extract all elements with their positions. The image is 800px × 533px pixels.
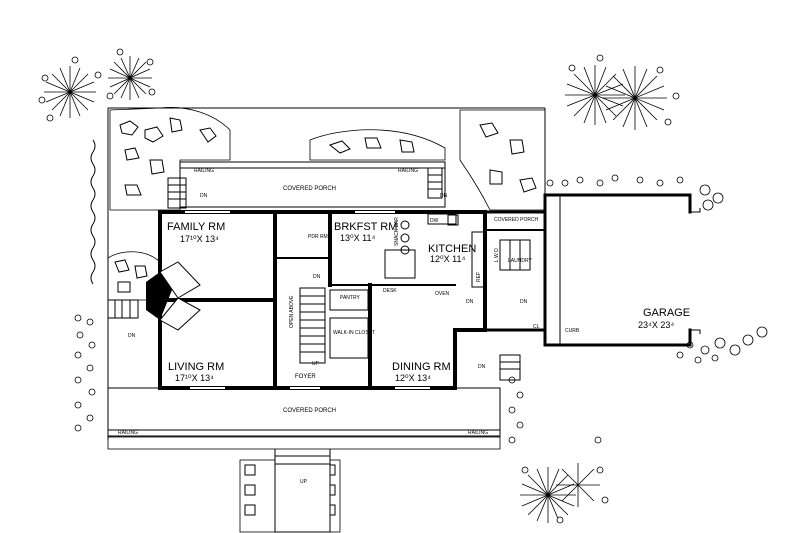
tree-cluster-top-left bbox=[38, 48, 156, 122]
dining-room-name: DINING RM bbox=[392, 361, 451, 373]
open-above-label: OPEN ABOVE bbox=[289, 295, 295, 328]
dn-label-left: DN bbox=[128, 333, 136, 339]
desk-label: DESK bbox=[383, 288, 397, 294]
tree-cluster-bottom-right bbox=[520, 436, 609, 524]
dn-label-top-right: DN bbox=[440, 193, 448, 199]
foyer-stair-up-label: UP bbox=[312, 361, 320, 367]
shrub-row-left bbox=[74, 314, 96, 432]
front-stone-strip bbox=[107, 436, 501, 450]
covered-porch-side-label: COVERED PORCH bbox=[494, 217, 539, 223]
covered-porch-bottom-label: COVERED PORCH bbox=[283, 408, 336, 414]
railing-bottom-left: RAILING bbox=[118, 430, 138, 436]
covered-porch-top-label: COVERED PORCH bbox=[283, 186, 336, 192]
stairs-top-right bbox=[427, 167, 443, 199]
refrigerator-label: REF bbox=[476, 272, 482, 282]
powder-room-label: PDR RM bbox=[308, 234, 328, 240]
fireplace bbox=[146, 261, 201, 331]
garage-dim: 23⁴X 23⁴ bbox=[638, 320, 674, 330]
family-room-dim: 17¹⁰X 13⁴ bbox=[180, 234, 219, 244]
stairs-top-left bbox=[167, 177, 187, 209]
dn-label-top-left: DN bbox=[200, 193, 208, 199]
living-room-dim: 17¹⁰X 13⁴ bbox=[175, 373, 214, 383]
dn-label-right: DN bbox=[478, 364, 486, 370]
shrub-row-right-top bbox=[546, 174, 724, 211]
stone-patio-top bbox=[109, 107, 546, 211]
kitchen-fixtures bbox=[384, 213, 485, 288]
kitchen-name: KITCHEN bbox=[428, 243, 476, 255]
brkfst-room-name: BRKFST RM bbox=[334, 221, 397, 233]
shrub-row-right-bottom bbox=[508, 376, 524, 444]
snack-bar-label: SNACK BAR bbox=[394, 217, 400, 246]
room-labels: FAMILY RM 17¹⁰X 13⁴ BRKFST RM 13⁰X 11⁴ K… bbox=[167, 221, 690, 383]
stairs-left bbox=[107, 299, 139, 319]
tree-cluster-top-right bbox=[565, 54, 680, 130]
brkfst-room-dim: 13⁰X 11⁴ bbox=[340, 233, 375, 243]
dining-room-dim: 12⁰X 13⁴ bbox=[395, 373, 431, 383]
annotation-labels: COVERED PORCH COVERED PORCH COVERED PORC… bbox=[118, 168, 580, 485]
family-room-name: FAMILY RM bbox=[167, 221, 225, 233]
railing-bottom-right: RAILING bbox=[468, 430, 488, 436]
garage-name: GARAGE bbox=[643, 307, 690, 319]
dishwasher-label: DW bbox=[430, 218, 439, 224]
shrub-row-garage-right bbox=[676, 326, 768, 364]
pantry-label: PANTRY bbox=[340, 295, 360, 301]
side-wing bbox=[483, 210, 547, 332]
walkway-up-label: UP bbox=[300, 479, 308, 485]
property-lines bbox=[90, 107, 546, 440]
dn-label-side: DN bbox=[520, 299, 528, 305]
closet-label: CL bbox=[533, 324, 540, 330]
stone-walkway bbox=[239, 439, 341, 533]
railing-top-right: RAILING bbox=[398, 168, 418, 174]
dn-label-kitchen: DN bbox=[466, 299, 474, 305]
stairs-right bbox=[499, 354, 521, 381]
laundry-label: LAUNDRY bbox=[508, 258, 532, 264]
kitchen-dim: 12⁰X 11⁴ bbox=[430, 254, 465, 264]
laundry-appliances-label: L W D bbox=[494, 248, 500, 262]
dn-label-foyer: DN bbox=[313, 274, 321, 280]
windows bbox=[185, 211, 430, 389]
foyer-label: FOYER bbox=[295, 374, 316, 380]
curb-label: CURB bbox=[565, 328, 580, 334]
garage-outline bbox=[543, 193, 701, 347]
oven-label: OVEN bbox=[435, 291, 450, 297]
living-room-name: LIVING RM bbox=[168, 361, 224, 373]
walk-in-closet-label: WALK-IN CLOSET bbox=[333, 330, 375, 336]
railing-top-left: RAILING bbox=[194, 168, 214, 174]
